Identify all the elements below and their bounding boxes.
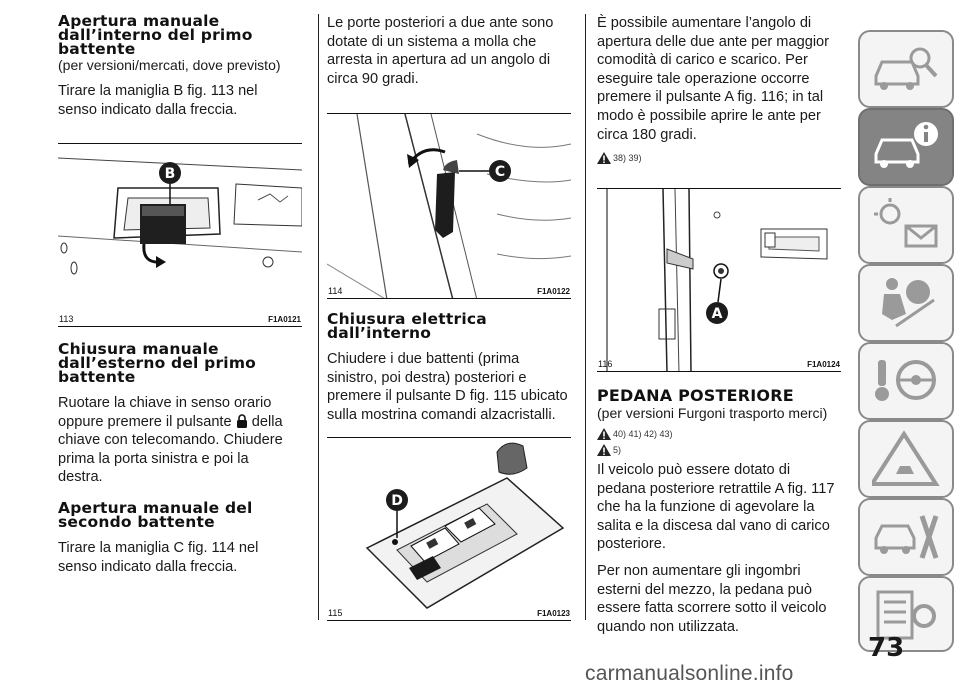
callout-c: C [495, 164, 505, 180]
maintenance-tools-icon [874, 515, 939, 559]
heading-apertura-primo-battente: Apertura manuale dall’interno del primo … [58, 12, 253, 58]
figure-116: A 116 F1A0124 [597, 188, 841, 372]
heading-chiusura-elettrica: Chiusura elettrica dall’interno [327, 310, 487, 342]
figure-113: B 113 F1A0121 [58, 143, 302, 327]
column-1: Apertura manuale dall’interno del primo … [58, 12, 294, 119]
subheading-versioni-furgoni: (per versioni Furgoni trasporto merci) [597, 405, 828, 421]
paragraph-ruotare-chiave-b: della chiave con telecomando. Chiudere p… [58, 413, 283, 486]
driving-key-wheel-icon [875, 360, 936, 401]
figure-114-number: 114 [328, 286, 343, 296]
warning-refs-3: 5) [597, 444, 841, 456]
watermark: carmanualsonline.info [585, 662, 794, 685]
heading-pedana-posteriore: PEDANA POSTERIORE [597, 386, 794, 405]
warning-triangle-icon [597, 428, 611, 440]
car-search-icon [874, 47, 938, 90]
figure-113-number: 113 [59, 314, 74, 324]
paragraph-tirare-maniglia-c: Tirare la maniglia C fig. 114 nel senso … [58, 539, 259, 575]
figure-114: C 114 F1A0122 [327, 113, 571, 299]
paragraph-aumentare-angolo: È possibile aumentare l’angolo di apertu… [597, 15, 830, 143]
paragraph-ingombri-esterni: Per non aumentare gli ingombri esterni d… [597, 562, 827, 635]
car-info-icon [874, 122, 938, 168]
technical-data-icon [876, 590, 936, 640]
safety-airbag-icon [882, 278, 935, 328]
caution-triangle-icon [597, 444, 611, 456]
tab-dati-tecnici[interactable] [858, 576, 954, 652]
warning-refs-2-text: 40) 41) 42) 43) [613, 429, 673, 439]
warning-refs-1-text: 38) 39) [613, 153, 642, 164]
figure-115: D 115 F1A0123 [327, 437, 571, 621]
callout-d: D [391, 493, 403, 509]
figure-116-code: F1A0124 [807, 360, 840, 369]
warning-refs-1: 38) 39) [597, 152, 841, 165]
tab-emergenza[interactable] [858, 420, 954, 498]
heading-chiusura-manuale: Chiusura manuale dall’esterno del primo … [58, 340, 257, 386]
tab-manutenzione[interactable] [858, 498, 954, 576]
emergency-triangle-icon [872, 430, 940, 486]
figure-113-code: F1A0121 [268, 315, 301, 324]
tab-sicurezza[interactable] [858, 264, 954, 342]
column-1-lower: Chiusura manuale dall’esterno del primo … [58, 340, 294, 576]
window-switch-panel-illustration: D [365, 442, 565, 609]
callout-b: B [165, 166, 176, 182]
page-number: 73 [868, 633, 905, 663]
figure-116-number: 116 [598, 359, 613, 369]
door-handle-c-illustration: C [327, 114, 571, 298]
warning-refs-3-text: 5) [613, 445, 622, 455]
figure-115-code: F1A0123 [537, 609, 570, 618]
column-2: Le porte posteriori a due ante sono dota… [327, 14, 571, 88]
tab-avviamento-guida[interactable] [858, 342, 954, 420]
column-divider-2 [585, 14, 586, 620]
tab-spie-messaggi[interactable] [858, 186, 954, 264]
warning-refs-2: 40) 41) 42) 43) [597, 428, 841, 440]
paragraph-tirare-maniglia-b: Tirare la maniglia B fig. 113 nel senso … [58, 83, 258, 118]
paragraph-porte-posteriori: Le porte posteriori a due ante sono dota… [327, 15, 554, 87]
warning-triangle-icon [597, 152, 611, 165]
warning-lights-icon [874, 198, 938, 248]
tab-conoscenza-veicolo-info[interactable] [858, 108, 954, 186]
lock-icon [236, 413, 247, 428]
heading-apertura-secondo-battente: Apertura manuale del secondo battente [58, 498, 253, 531]
figure-114-code: F1A0122 [537, 287, 570, 296]
column-divider-1 [318, 14, 319, 620]
door-hinge-button-a-illustration: A [606, 189, 828, 371]
subheading-versioni: (per versioni/mercati, dove previsto) [58, 57, 281, 73]
column-2-lower: Chiusura elettrica dall’interno Chiudere… [327, 310, 571, 424]
paragraph-ruotare-chiave: Ruotare la chiave in senso orario oppure… [58, 394, 294, 487]
column-3-lower: PEDANA POSTERIORE (per versioni Furgoni … [597, 386, 841, 636]
tab-conoscenza-veicolo[interactable] [858, 30, 954, 108]
paragraph-ruotare-chiave-a: Ruotare la chiave in senso orario oppure… [58, 395, 272, 430]
figure-115-number: 115 [328, 608, 343, 618]
paragraph-pedana-retrattile: Il veicolo può essere dotato di pedana p… [597, 462, 835, 553]
paragraph-chiudere-battenti: Chiudere i due battenti (prima sinistro,… [327, 351, 568, 423]
column-3: È possibile aumentare l’angolo di apertu… [597, 14, 841, 165]
callout-a: A [712, 306, 723, 322]
door-handle-b-illustration: B [58, 157, 302, 275]
